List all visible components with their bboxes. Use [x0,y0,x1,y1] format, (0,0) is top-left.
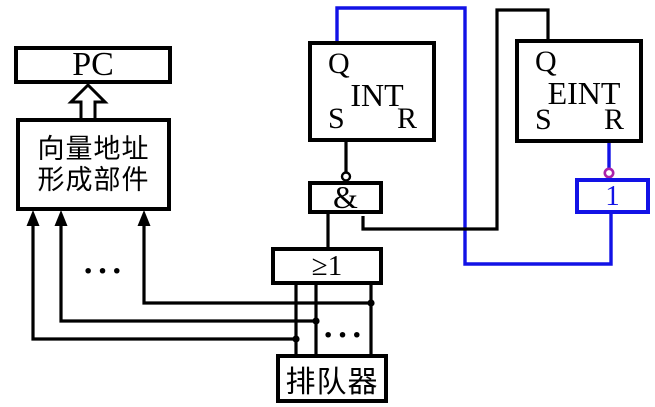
junction-dot [312,317,320,325]
or-gate-box: ≥1 [271,247,383,285]
int-flipflop-box: Q INT S R [308,41,436,142]
and-gate-box: & [308,179,383,215]
eint-s-input-label: S [535,103,552,136]
vector-address-unit-line2: 形成部件 [37,164,150,195]
arrowhead-up [137,210,151,226]
eint-r-input-label: R [603,103,624,136]
or-gate-label: ≥1 [311,249,343,282]
and-gate-label: & [333,179,358,215]
int-s-input-label: S [328,102,345,135]
wire-request-to-vector-2 [59,224,316,323]
wire-request-to-vector-1 [142,224,371,305]
eint-flipflop-title: EINT [547,75,621,111]
pc-register-label: PC [72,46,114,83]
queue-unit-box: 排队器 [276,354,388,403]
queue-unit-label: 排队器 [285,365,379,399]
wire-int-q-to-inverter [335,6,613,266]
hollow-arrow-to-pc [67,82,109,123]
junction-dot [367,299,375,307]
vector-address-unit-line1: 向量地址 [37,133,150,164]
arrowhead-up [54,210,68,226]
vector-address-unit-label: 向量地址 形成部件 [38,134,150,196]
vector-address-unit-box: 向量地址 形成部件 [16,118,171,211]
wire-request-to-vector-3 [31,224,296,341]
junction-dot [292,335,300,343]
inverter-input-bubble [603,167,615,179]
int-flipflop-title: INT [350,77,404,113]
inverter-gate-label: 1 [605,179,620,212]
int-q-output-label: Q [328,47,350,80]
eint-flipflop-box: Q EINT S R [515,39,643,143]
and-input-bubble [340,171,352,182]
int-r-input-label: R [396,102,417,135]
eint-q-output-label: Q [535,45,557,78]
pc-register-box: PC [14,46,172,84]
arrowhead-up [26,210,40,226]
ellipsis-bottom: ··· [322,317,366,354]
inverter-gate-box: 1 [575,178,650,214]
wire-eint-q-to-and [361,8,550,231]
ellipsis-left: ··· [82,253,126,290]
